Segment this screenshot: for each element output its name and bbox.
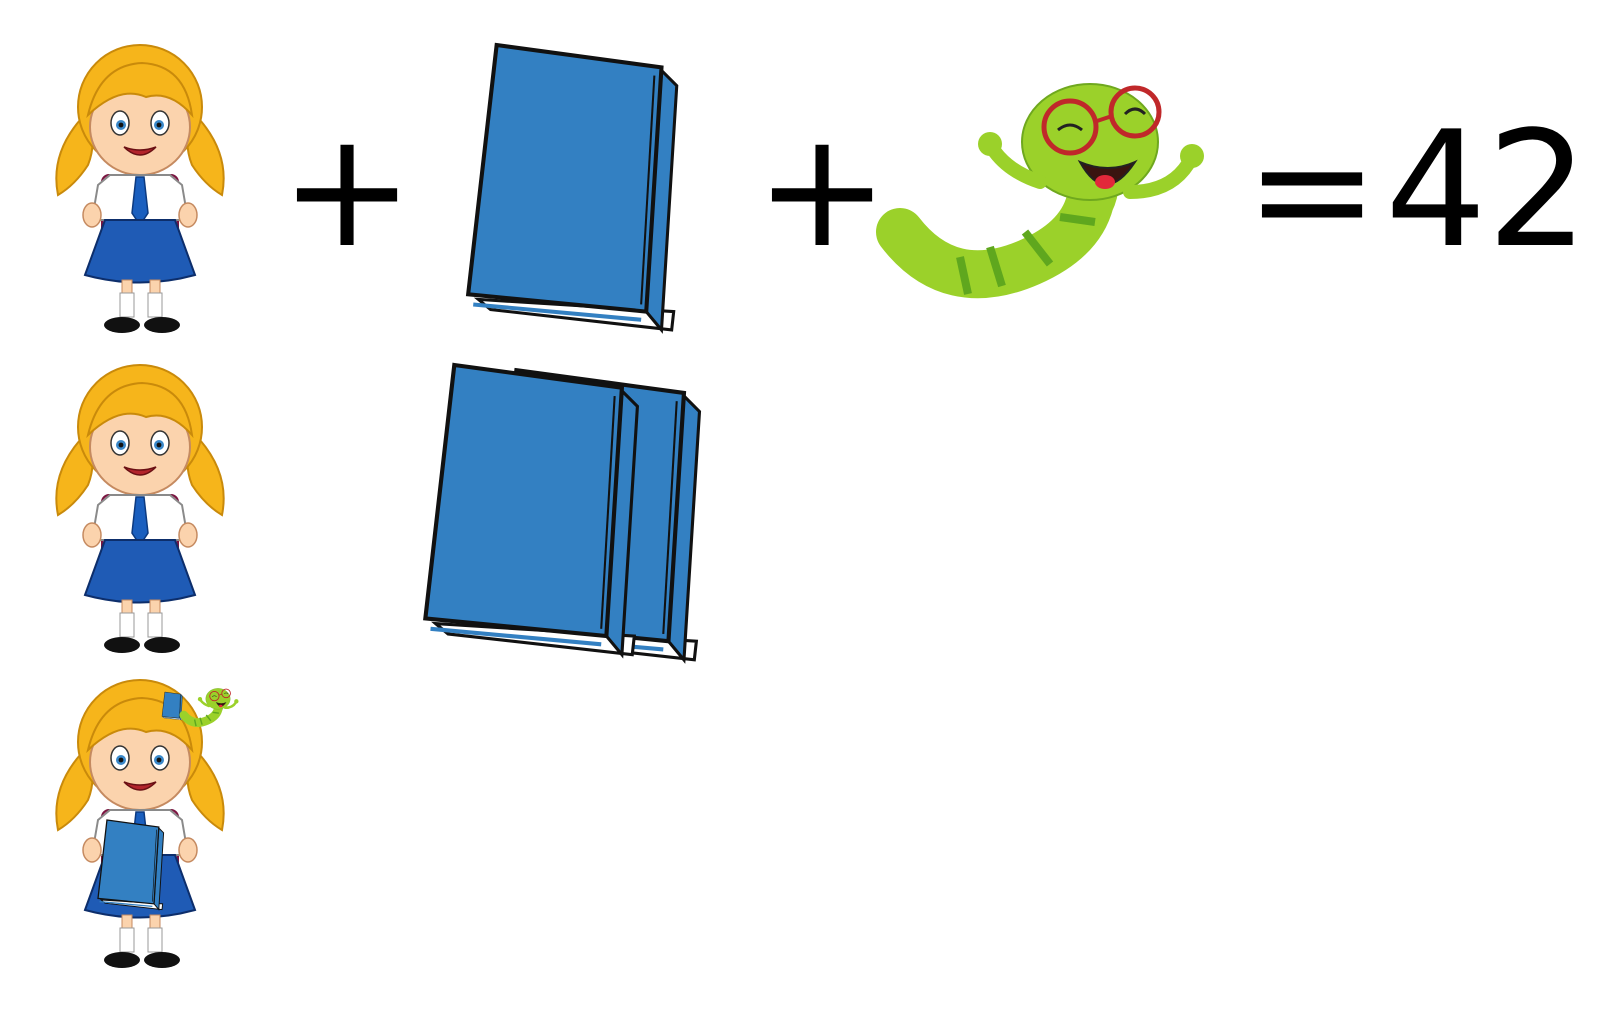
equals-sign: =: [1245, 96, 1380, 283]
plus-operator: +: [755, 96, 890, 283]
result-value: 42: [1385, 96, 1589, 283]
girl-holding-book-with-worm-icon: [55, 679, 240, 969]
girl-icon: [55, 44, 225, 334]
plus-operator: +: [280, 96, 415, 283]
two-books-icon: [425, 365, 705, 665]
book-icon: [460, 45, 690, 335]
worm-icon: [890, 82, 1210, 317]
equation-row-1: + + = 42: [0, 0, 1617, 345]
equation-row-2: [0, 345, 1617, 670]
equation-row-3: [0, 670, 1617, 1000]
girl-icon: [55, 364, 225, 654]
